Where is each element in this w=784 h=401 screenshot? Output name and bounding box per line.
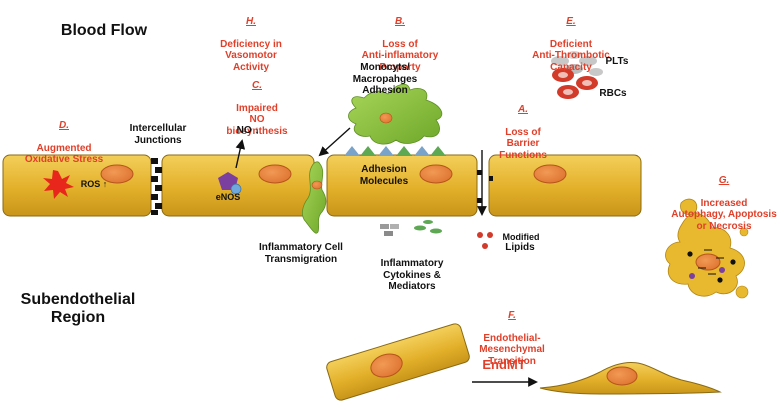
label-intercellular-junctions: Intercellular Junctions	[129, 123, 187, 146]
label-modified-lipids-1: Modified	[502, 232, 540, 242]
mechanism-e-text: Deficient Anti-Thrombotic Capacity	[532, 38, 610, 73]
mechanism-e-letter: E.	[566, 15, 576, 27]
mechanism-b-letter: B.	[395, 15, 405, 27]
mechanism-g: G. Increased Autophagy, Apoptosis or Nec…	[666, 163, 782, 232]
label-enos: eNOS	[215, 192, 241, 202]
mechanism-f: F. Endothelial- Mesenchymal Transition	[462, 298, 562, 367]
label-modified-lipids-2: Lipids	[505, 242, 535, 253]
platelets-rbcs-icon	[551, 51, 603, 99]
heading-subendothelial-region: Subendothelial Region	[20, 291, 136, 327]
label-adhesion-molecules: Adhesion Molecules	[359, 164, 409, 187]
nucleus-cell-4	[533, 164, 567, 184]
mechanism-c: C. Impaired NO biosynthesis	[222, 68, 292, 137]
endmt-illustration	[326, 323, 722, 401]
mechanism-f-text: Endothelial- Mesenchymal Transition	[479, 332, 545, 367]
cytokines-icon	[380, 220, 442, 236]
transmigrating-cell-icon	[302, 161, 327, 234]
mechanism-h-letter: H.	[246, 15, 256, 27]
label-cytokines: Inflammatory Cytokines & Mediators	[380, 258, 444, 292]
adhesion-arrow	[318, 127, 351, 157]
mechanism-f-letter: F.	[508, 309, 516, 321]
modified-lipids-icon	[477, 232, 493, 249]
mechanism-b: B. Loss of Anti-inflamatory Property	[345, 4, 455, 73]
mechanism-g-text: Increased Autophagy, Apoptosis or Necros…	[671, 197, 777, 232]
label-endmt: EndMT	[482, 357, 526, 372]
nucleus-cell-2	[258, 164, 292, 184]
endothelial-cell-4	[488, 154, 642, 217]
mechanism-d-text: Augmented Oxidative Stress	[24, 142, 104, 166]
no-release-arrow	[235, 139, 246, 169]
ros-burst-icon	[43, 170, 74, 199]
mechanism-c-letter: C.	[252, 79, 262, 91]
macrophage-icon	[348, 83, 443, 145]
enos-icon	[218, 172, 242, 195]
label-ros-up: ROS ↑	[80, 179, 108, 189]
mechanism-d: D. Augmented Oxidative Stress	[14, 108, 114, 166]
adhesion-molecules-icon	[344, 146, 446, 156]
dying-cell-icon	[665, 198, 749, 299]
mechanism-g-letter: G.	[718, 174, 730, 186]
label-rbcs: RBCs	[599, 88, 627, 99]
mechanism-h: H. Deficiency in Vasomotor Activity	[206, 4, 296, 73]
mechanism-b-text: Loss of Anti-inflamatory Property	[361, 38, 439, 73]
intercellular-junctions	[151, 158, 493, 215]
label-monocytes: Monocyts/ Macropahges Adhesion	[352, 62, 418, 96]
mechanism-a-text: Loss of Barrier Functions	[499, 126, 547, 161]
mechanism-a: A. Loss of Barrier Functions	[488, 92, 558, 161]
label-inflammatory-transmigration: Inflammatory Cell Transmigration	[259, 242, 343, 265]
nucleus-cell-1	[100, 164, 134, 184]
nucleus-cell-3	[419, 164, 453, 184]
heading-blood-flow: Blood Flow	[60, 22, 148, 39]
mechanism-d-letter: D.	[59, 119, 69, 131]
label-plts: PLTs	[605, 56, 629, 67]
mechanism-a-letter: A.	[518, 103, 528, 115]
mechanism-c-text: Impaired NO biosynthesis	[226, 102, 288, 137]
label-no-down: NO ↓	[236, 125, 260, 136]
mechanism-e: E. Deficient Anti-Thrombotic Capacity	[516, 4, 626, 73]
mechanism-h-text: Deficiency in Vasomotor Activity	[220, 38, 282, 73]
